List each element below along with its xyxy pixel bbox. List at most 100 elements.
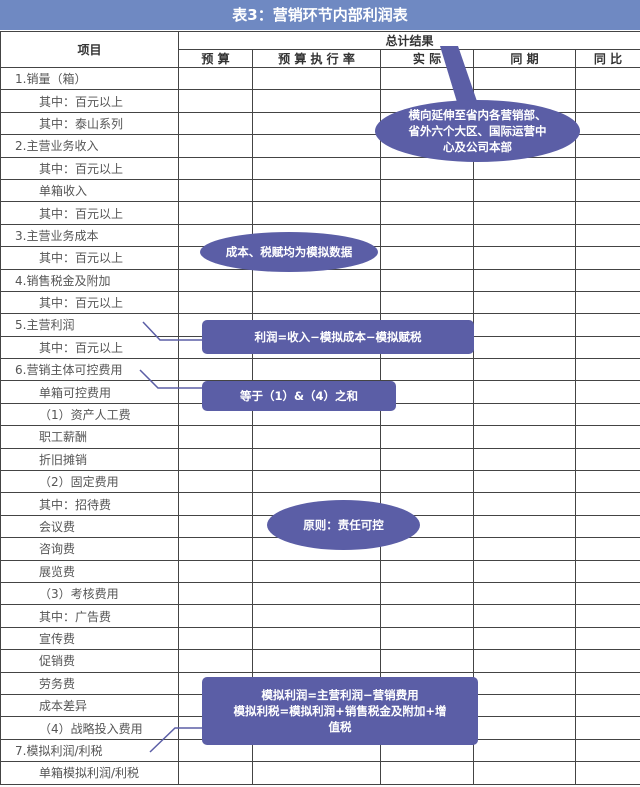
table-cell [574,447,640,472]
table-cell [574,470,640,494]
header-budget: 预 算 [178,49,253,68]
table-cell [178,537,253,561]
table-cell [574,537,640,561]
table-cell [574,223,640,248]
table-cell [380,470,474,494]
row-label: 宣传费 [0,626,179,651]
callout-formula: 模拟利润=主营利润−营销费用 模拟利税=模拟利润+销售税金及附加+增值税 [202,677,478,745]
table-row: 单箱收入 [0,178,640,203]
table-cell [473,537,576,561]
row-label: （4）战略投入费用 [0,716,179,740]
table-row: 职工薪酬 [0,425,640,449]
table-cell [252,89,381,113]
table-row: 其中：百元以上 [0,290,640,315]
table-cell [574,425,640,449]
table-cell [473,492,576,516]
table-row: 4.销售税金及附加 [0,268,640,292]
row-label: 折旧摊销 [0,447,179,472]
table-cell [574,156,640,180]
table-cell [252,559,381,583]
table-cell [380,626,474,651]
table-cell [380,178,474,203]
table-cell [252,761,381,785]
table-cell [574,514,640,539]
table-cell [252,447,381,472]
table-cell [473,66,576,91]
table-cell [574,492,640,516]
row-label: 单箱收入 [0,178,179,203]
table-cell [178,201,253,225]
row-label: 6.营销主体可控费用 [0,358,179,382]
table-cell [178,470,253,494]
table-cell [178,111,253,136]
table-cell [380,268,474,292]
table-cell [178,447,253,472]
table-cell [380,604,474,628]
table-cell [178,290,253,315]
table-cell [178,89,253,113]
formula-tax: 模拟利税=模拟利润+销售税金及附加+增值税 [233,704,447,734]
table-cell [473,268,576,292]
table-cell [574,380,640,404]
table-row: 其中：广告费 [0,604,640,628]
table-cell [380,223,474,248]
table-cell [380,581,474,606]
row-label: 职工薪酬 [0,425,179,449]
table-cell [178,492,253,516]
table-cell [574,559,640,583]
row-label: 其中：泰山系列 [0,111,179,136]
row-label: 促销费 [0,649,179,673]
table-cell [574,335,640,360]
table-cell [574,761,640,785]
row-label: 咨询费 [0,537,179,561]
table-cell [473,290,576,315]
table-cell [178,559,253,583]
header-same-period: 同 期 [473,49,576,68]
table-cell [473,470,576,494]
table-cell [473,380,576,404]
callout-principle: 原则：责任可控 [267,500,420,550]
row-label: 单箱模拟利润/利税 [0,761,179,785]
table-cell [178,626,253,651]
row-label: 单箱可控费用 [0,380,179,404]
table-cell [473,425,576,449]
callout-sum: 等于（1）&（4）之和 [202,381,396,411]
row-label: 其中：百元以上 [0,246,179,270]
row-label: 其中：广告费 [0,604,179,628]
table-cell [252,470,381,494]
table-cell [252,111,381,136]
row-label: 3.主营业务成本 [0,223,179,248]
row-label: 展览费 [0,559,179,583]
table-cell [252,425,381,449]
table-cell [380,66,474,91]
table-cell [252,290,381,315]
header-yoy: 同 比 [574,49,640,68]
table-cell [473,313,576,337]
callout-simulated: 成本、税赋均为模拟数据 [200,232,378,272]
table-cell [252,626,381,651]
table-row: 6.营销主体可控费用 [0,358,640,382]
table-cell [473,201,576,225]
table-cell [574,89,640,113]
row-label: 7.模拟利润/利税 [0,738,179,763]
table-row: （3）考核费用 [0,581,640,606]
callout-profit: 利润=收入−模拟成本−模拟赋税 [202,320,474,354]
table-row: 促销费 [0,649,640,673]
table-cell [380,425,474,449]
table-row: 1.销量（箱） [0,66,640,91]
table-cell [252,201,381,225]
table-cell [252,358,381,382]
table-cell [252,604,381,628]
table-cell [473,514,576,539]
table-cell [178,604,253,628]
table-cell [574,738,640,763]
table-cell [574,581,640,606]
table-cell [574,201,640,225]
table-cell [473,559,576,583]
table-row: 折旧摊销 [0,447,640,472]
table-cell [252,178,381,203]
table-cell [473,738,576,763]
row-label: 其中：百元以上 [0,201,179,225]
table-cell [574,66,640,91]
table-cell [380,290,474,315]
